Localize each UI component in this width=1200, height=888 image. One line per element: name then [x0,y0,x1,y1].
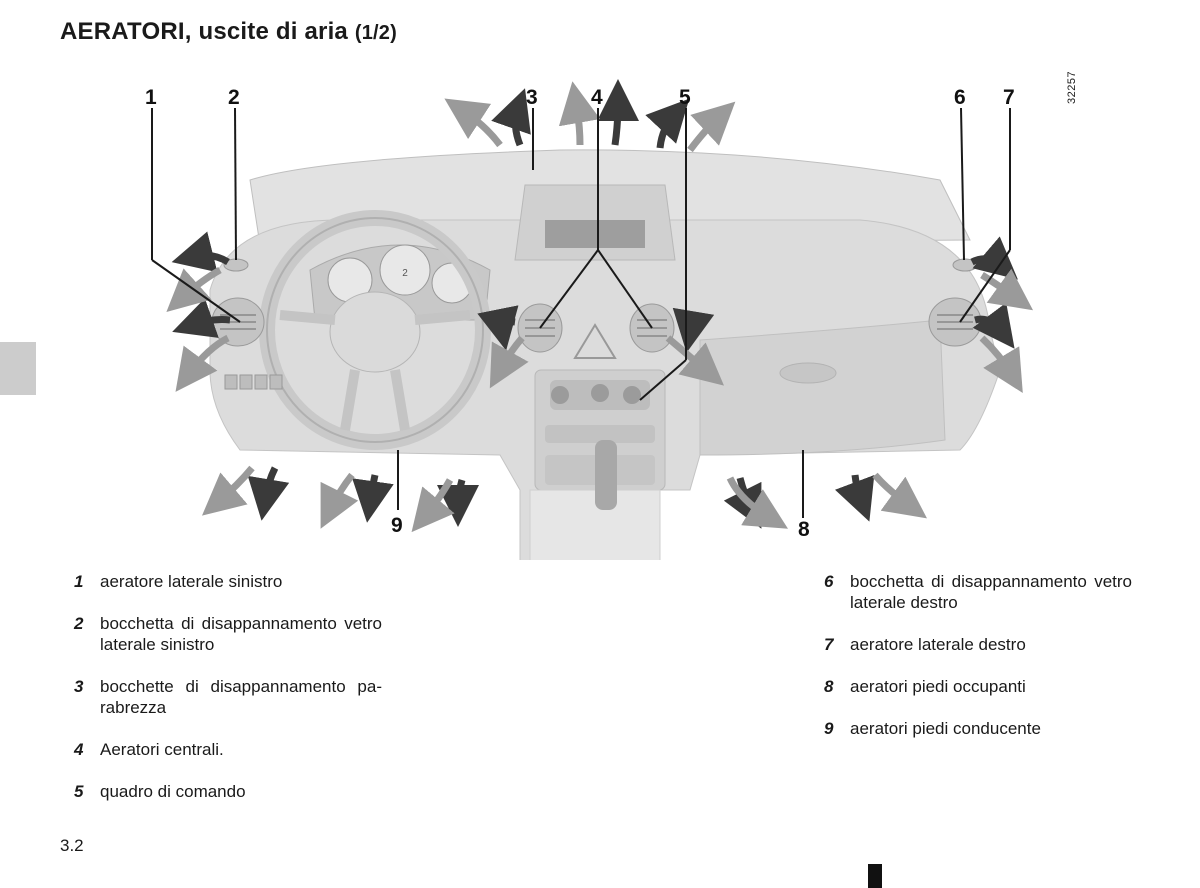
legend-item: 1 aeratore laterale sinistro [62,571,382,592]
cluster-gauge-label: 2 [402,268,408,279]
legend-item: 6 bocchetta di disappannamento vetro late… [812,571,1132,613]
legend-num: 6 [824,572,834,591]
thumb-index-mark [868,864,882,888]
page-title: AERATORI, uscite di aria (1/2) [60,18,397,46]
legend-text: bocchette di disappannamento pa-rabrezza [100,677,382,717]
legend-left: 1 aeratore laterale sinistro 2 bocchetta d… [62,571,382,823]
legend-text: quadro di comando [100,782,246,801]
legend-num: 7 [824,635,834,654]
steering-wheel-icon [259,210,491,450]
legend-text: Aeratori centrali. [100,740,224,759]
figure-id: 32257 [1066,70,1078,104]
legend-item: 2 bocchetta di disappannamento vetro late… [62,613,382,655]
page-number: 3.2 [60,836,84,855]
title-main: AERATORI, uscite di aria [60,18,348,45]
legend-item: 3 bocchette di disappannamento pa-rabrezz… [62,676,382,718]
callout-2: 2 [228,86,240,109]
callout-4: 4 [591,86,603,109]
callout-7: 7 [1003,86,1015,109]
legend-text: aeratore laterale destro [850,635,1026,654]
legend-num: 3 [74,677,84,696]
legend-text: aeratori piedi conducente [850,719,1041,738]
section-tab [0,342,36,395]
callout-3: 3 [526,86,538,109]
glovebox [699,319,946,456]
legend-num: 1 [74,572,84,591]
legend-item: 7 aeratore laterale destro [812,634,1132,655]
callout-9: 9 [391,514,403,537]
legend-text: bocchetta di disappannamento vetro later… [100,614,382,654]
legend-num: 4 [74,740,84,759]
callout-1: 1 [145,86,157,109]
legend-num: 9 [824,719,834,738]
legend-item: 8 aeratori piedi occupanti [812,676,1132,697]
legend-right: 6 bocchetta di disappannamento vetro late… [812,571,1132,760]
legend-num: 5 [74,782,84,801]
legend-text: bocchetta di disappannamento vetro later… [850,572,1132,612]
legend-item: 4 Aeratori centrali. [62,739,382,760]
legend-item: 9 aeratori piedi conducente [812,718,1132,739]
legend-num: 8 [824,677,834,696]
legend-text: aeratori piedi occupanti [850,677,1026,696]
legend-text: aeratore laterale sinistro [100,572,283,591]
legend-item: 5 quadro di comando [62,781,382,802]
dashboard-illustration: 2 [151,79,1034,560]
callout-5: 5 [679,86,691,109]
title-sub: (1/2) [354,22,397,44]
legend-num: 2 [74,614,84,633]
callout-8: 8 [798,518,810,541]
callout-6: 6 [954,86,966,109]
